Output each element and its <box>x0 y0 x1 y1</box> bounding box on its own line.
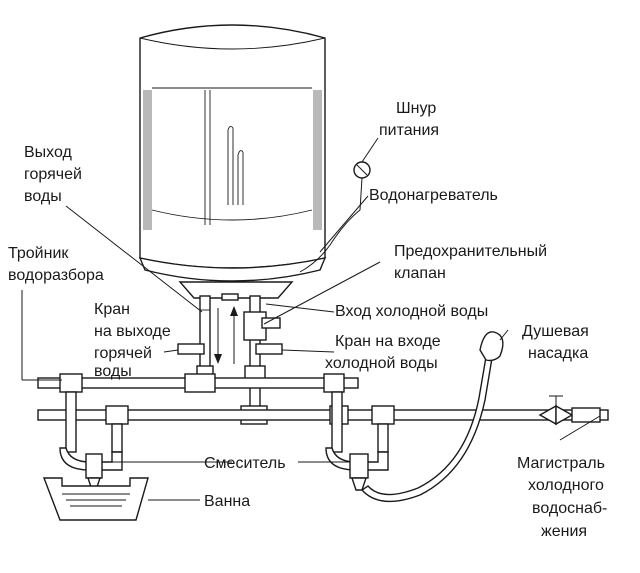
label-water-heater: Водонагреватель <box>369 187 498 204</box>
label-power-cord-line-1: Шнур <box>396 100 436 117</box>
label-main-line-2: холодного <box>528 477 604 494</box>
label-main-line-4: жения <box>541 523 587 540</box>
label-mixer: Смеситель <box>204 455 286 472</box>
hot-water-line <box>37 373 359 393</box>
label-shower-line-2: насадка <box>528 345 588 362</box>
shower-hose <box>360 331 504 503</box>
label-hot-tap-line-3: горячей <box>94 345 152 362</box>
label-hot-outlet: Выход горячей воды <box>24 144 82 205</box>
leader-lines <box>21 137 601 501</box>
label-hot-outlet-line-2: горячей <box>24 166 82 183</box>
label-cold-inlet: Вход холодной воды <box>335 303 488 320</box>
label-cold-tap: Кран на входе холодной воды <box>325 333 441 372</box>
label-tee: Тройник водоразбора <box>8 245 104 284</box>
label-power-cord-line-2: питания <box>379 122 439 139</box>
label-safety-valve: Предохранительный клапан <box>394 243 547 282</box>
label-hot-tap-line-1: Кран <box>94 301 130 318</box>
label-shower-line-1: Душевая <box>522 323 589 340</box>
label-main-line-3: водоснаб- <box>532 500 607 517</box>
label-bath: Ванна <box>204 493 250 510</box>
label-safety-valve-line-2: клапан <box>394 265 446 282</box>
flow-arrows <box>214 306 238 364</box>
label-tee-line-2: водоразбора <box>8 267 104 284</box>
label-hot-tap: Кран на выходе горячей воды <box>94 301 171 380</box>
left-mixer-drops <box>59 391 123 491</box>
label-main-line-1: Магистраль <box>517 455 605 472</box>
label-hot-tap-line-4: воды <box>94 363 132 380</box>
tank-bottom-cover <box>178 281 294 301</box>
label-shower: Душевая насадка <box>522 323 589 362</box>
label-hot-outlet-line-3: воды <box>24 188 62 205</box>
cold-inlet-pipe <box>240 295 283 425</box>
right-mixer-drops <box>325 391 389 491</box>
label-main-supply: Магистраль холодного водоснаб- жения <box>517 455 607 540</box>
label-hot-outlet-line-1: Выход <box>24 144 73 161</box>
bath-tub <box>42 477 149 521</box>
label-cold-tap-line-1: Кран на входе <box>335 333 441 350</box>
label-hot-tap-line-2: на выходе <box>94 323 171 340</box>
label-cold-tap-line-2: холодной воды <box>325 355 438 372</box>
label-safety-valve-line-1: Предохранительный <box>394 243 547 260</box>
cold-water-line <box>37 405 609 425</box>
label-tee-line-1: Тройник <box>8 245 69 262</box>
water-heater-tank <box>138 24 327 282</box>
main-shutoff-valve <box>538 395 601 426</box>
label-power-cord: Шнур питания <box>379 100 439 139</box>
